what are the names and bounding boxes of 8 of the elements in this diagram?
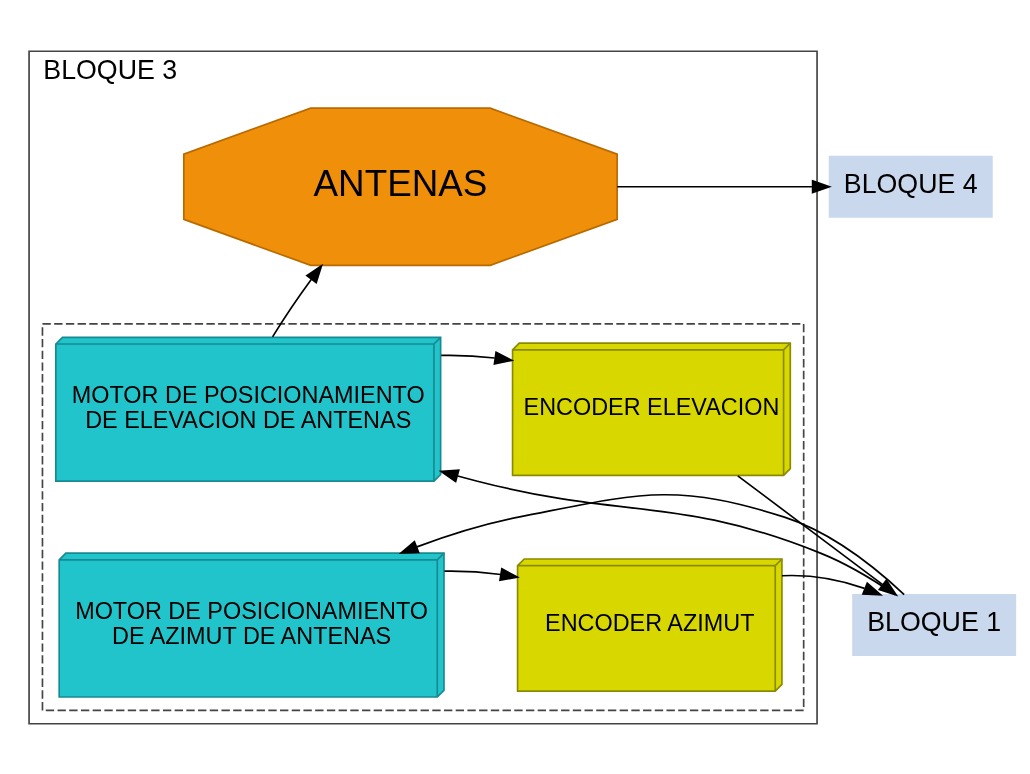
cluster (41, 322, 804, 711)
arrow (443, 566, 520, 581)
arrow (439, 350, 514, 365)
node-box: BLOQUE 4 (828, 155, 993, 218)
arrow (615, 179, 832, 194)
node-box: BLOQUE 1 (851, 593, 1016, 656)
arrow (780, 574, 883, 596)
arrow (271, 263, 323, 338)
